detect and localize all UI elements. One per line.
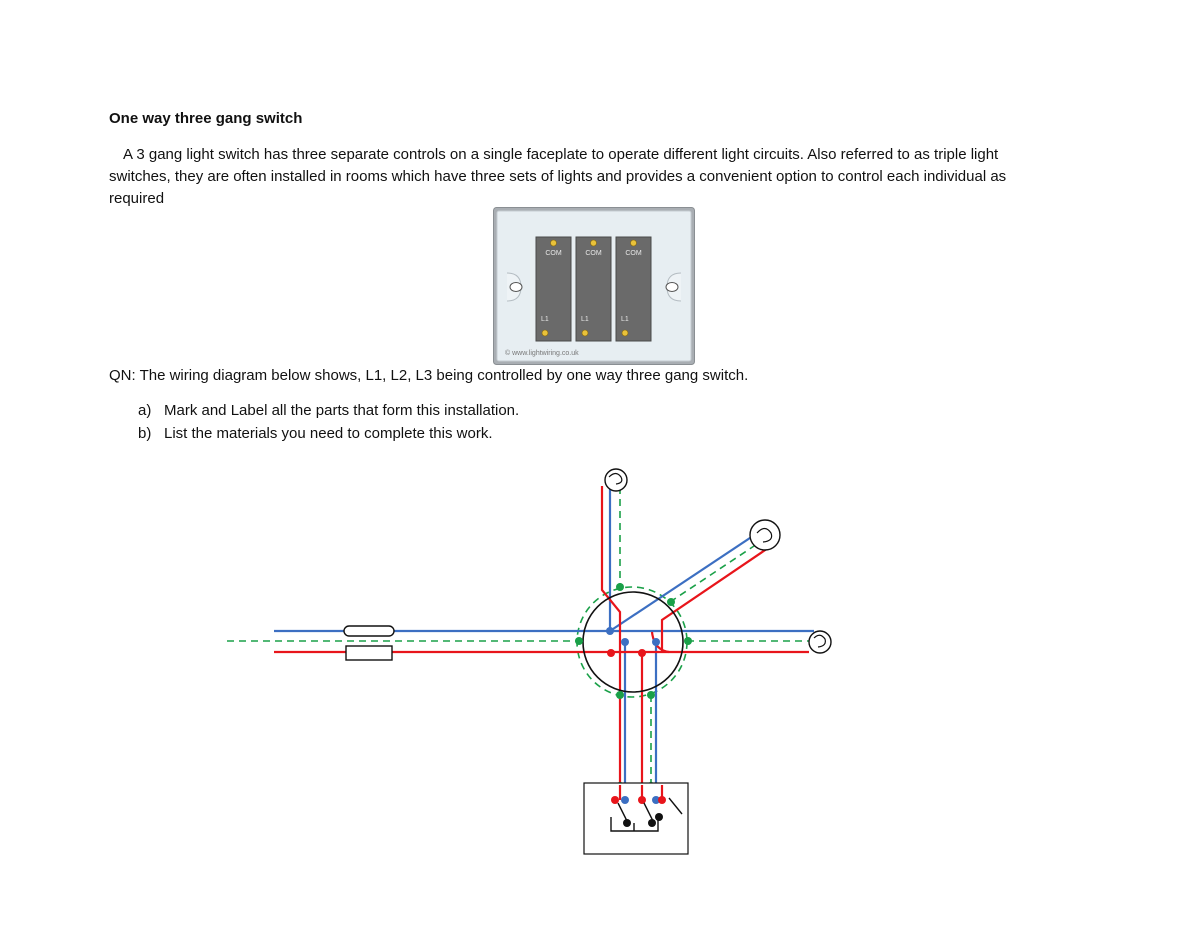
intro-paragraph-text: A 3 gang light switch has three separate… xyxy=(109,146,1007,207)
junction-box xyxy=(582,591,684,693)
fuse-icon xyxy=(343,625,395,637)
left-screw-hole-icon xyxy=(509,282,523,292)
task-list: a) Mark and Label all the parts that for… xyxy=(138,399,519,445)
list-item: a) Mark and Label all the parts that for… xyxy=(138,399,519,422)
rocker-1-top-label: COM xyxy=(545,250,562,257)
lamp-l2-icon xyxy=(749,519,781,551)
three-gang-switch-image: COM L1 COM L1 COM L1 © www.lightwiring.c… xyxy=(493,207,695,365)
intro-paragraph: A 3 gang light switch has three separate… xyxy=(109,144,1049,210)
rocker-3-bottom-label: L1 xyxy=(621,316,629,323)
neutral-conductors xyxy=(274,486,814,800)
wiring-diagram xyxy=(227,468,832,855)
list-item-text: List the materials you need to complete … xyxy=(164,425,493,442)
list-item: b) List the materials you need to comple… xyxy=(138,422,519,445)
list-item-letter: a) xyxy=(138,402,152,419)
three-gang-switch-box xyxy=(583,782,689,855)
lamp-l3-icon xyxy=(808,630,832,654)
rocker-1-bottom-label: L1 xyxy=(541,316,549,323)
rocker-2-bottom-label: L1 xyxy=(581,316,589,323)
rocker-3-top-label: COM xyxy=(625,250,642,257)
fuse-holder-icon xyxy=(345,645,393,661)
list-item-letter: b) xyxy=(138,425,152,442)
rocker-3: COM L1 xyxy=(615,236,652,342)
document-heading: One way three gang switch xyxy=(109,110,303,127)
question-text: QN: The wiring diagram below shows, L1, … xyxy=(109,367,749,384)
rocker-2-top-label: COM xyxy=(585,250,602,257)
image-credit: © www.lightwiring.co.uk xyxy=(505,349,579,357)
lamp-l1-icon xyxy=(604,468,628,492)
list-item-text: Mark and Label all the parts that form t… xyxy=(164,402,520,419)
right-screw-hole-icon xyxy=(665,282,679,292)
earth-conductors xyxy=(227,487,812,785)
rocker-1: COM L1 xyxy=(535,236,572,342)
live-conductors xyxy=(274,486,809,800)
rocker-2: COM L1 xyxy=(575,236,612,342)
